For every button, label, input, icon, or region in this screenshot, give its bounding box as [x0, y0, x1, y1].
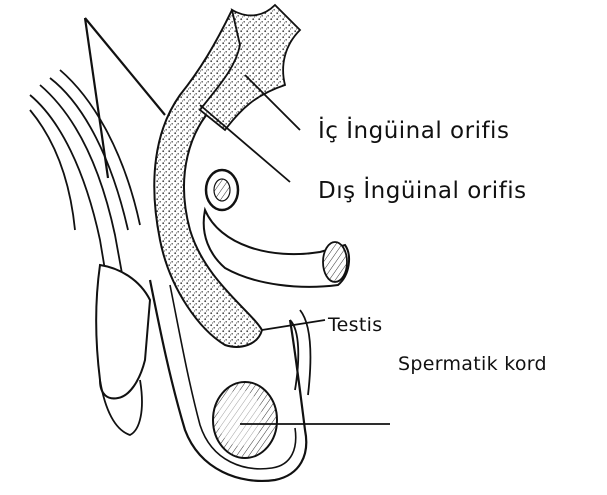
penis-outline [96, 265, 150, 398]
testis-shape [213, 382, 277, 458]
label-spermatic-cord: Spermatik kord [398, 355, 547, 374]
abdominal-wall-layers [30, 70, 140, 300]
pointer-lines-top [85, 18, 165, 178]
ramus-end [323, 242, 347, 282]
pubic-ring [206, 170, 238, 210]
label-internal-ring: İç İngüinal orifis [318, 120, 509, 143]
label-external-ring: Dış İngüinal orifis [318, 180, 527, 203]
label-testis: Testis [328, 316, 382, 335]
